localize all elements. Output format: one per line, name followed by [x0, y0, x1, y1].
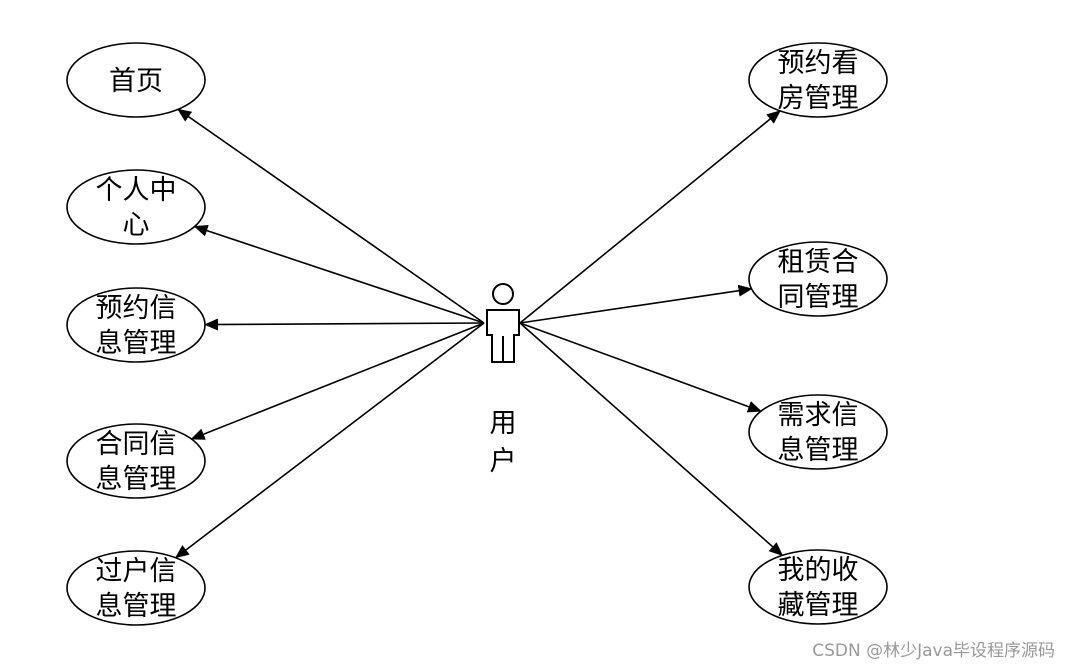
arrow-to-booking-info	[204, 318, 485, 331]
actor-head	[492, 283, 514, 305]
use-case-label: 房管理	[778, 83, 859, 114]
use-case-home: 首页	[66, 42, 206, 118]
use-case-label: 藏管理	[778, 590, 859, 621]
use-case-ellipse	[748, 241, 888, 317]
use-case-ellipse	[66, 42, 206, 118]
use-case-label: 息管理	[96, 464, 177, 495]
use-case-label: 心	[123, 210, 150, 241]
arrow-to-home	[177, 108, 485, 324]
use-case-label: 息管理	[96, 328, 177, 359]
actor-user: 用 户	[486, 283, 520, 477]
use-case-label: 需求信	[778, 400, 859, 431]
use-case-ellipse	[66, 550, 206, 626]
use-case-label: 租赁合	[778, 247, 859, 278]
arrow-to-personal-center	[193, 224, 485, 324]
use-case-label: 息管理	[778, 435, 859, 466]
use-case-ellipse	[66, 423, 206, 499]
use-case-label: 预约看	[778, 48, 859, 79]
use-case-label: 同管理	[778, 282, 859, 313]
use-case-ellipse	[66, 169, 206, 245]
association-lines	[174, 108, 784, 559]
arrow-to-contract-info	[190, 322, 485, 440]
use-case-label: 预约信	[96, 293, 177, 324]
use-case-label: 个人中	[96, 175, 177, 206]
arrow-to-viewing-booking	[519, 110, 781, 324]
use-case-ellipse	[66, 287, 206, 363]
use-case-label: 过户信	[96, 556, 177, 587]
arrow-to-demand-info	[519, 322, 762, 413]
use-case-label: 息管理	[96, 591, 177, 622]
use-case-label: 我的收	[778, 555, 859, 586]
actor-label-line-1: 用	[490, 408, 517, 439]
arrow-to-lease-contract	[519, 284, 753, 324]
watermark-text: CSDN @林少Java毕设程序源码	[812, 641, 1055, 661]
arrow-to-favorites	[519, 322, 784, 556]
use-case-nodes: 首页个人中心预约信息管理合同信息管理过户信息管理预约看房管理租赁合同管理需求信息…	[66, 42, 888, 626]
use-case-ellipse	[748, 549, 888, 625]
use-case-ellipse	[748, 394, 888, 470]
actor-label-line-2: 户	[490, 446, 517, 477]
use-case-label: 首页	[109, 66, 163, 97]
arrow-to-transfer-info	[174, 322, 485, 559]
use-case-ellipse	[748, 42, 888, 118]
use-case-label: 合同信	[96, 429, 177, 460]
